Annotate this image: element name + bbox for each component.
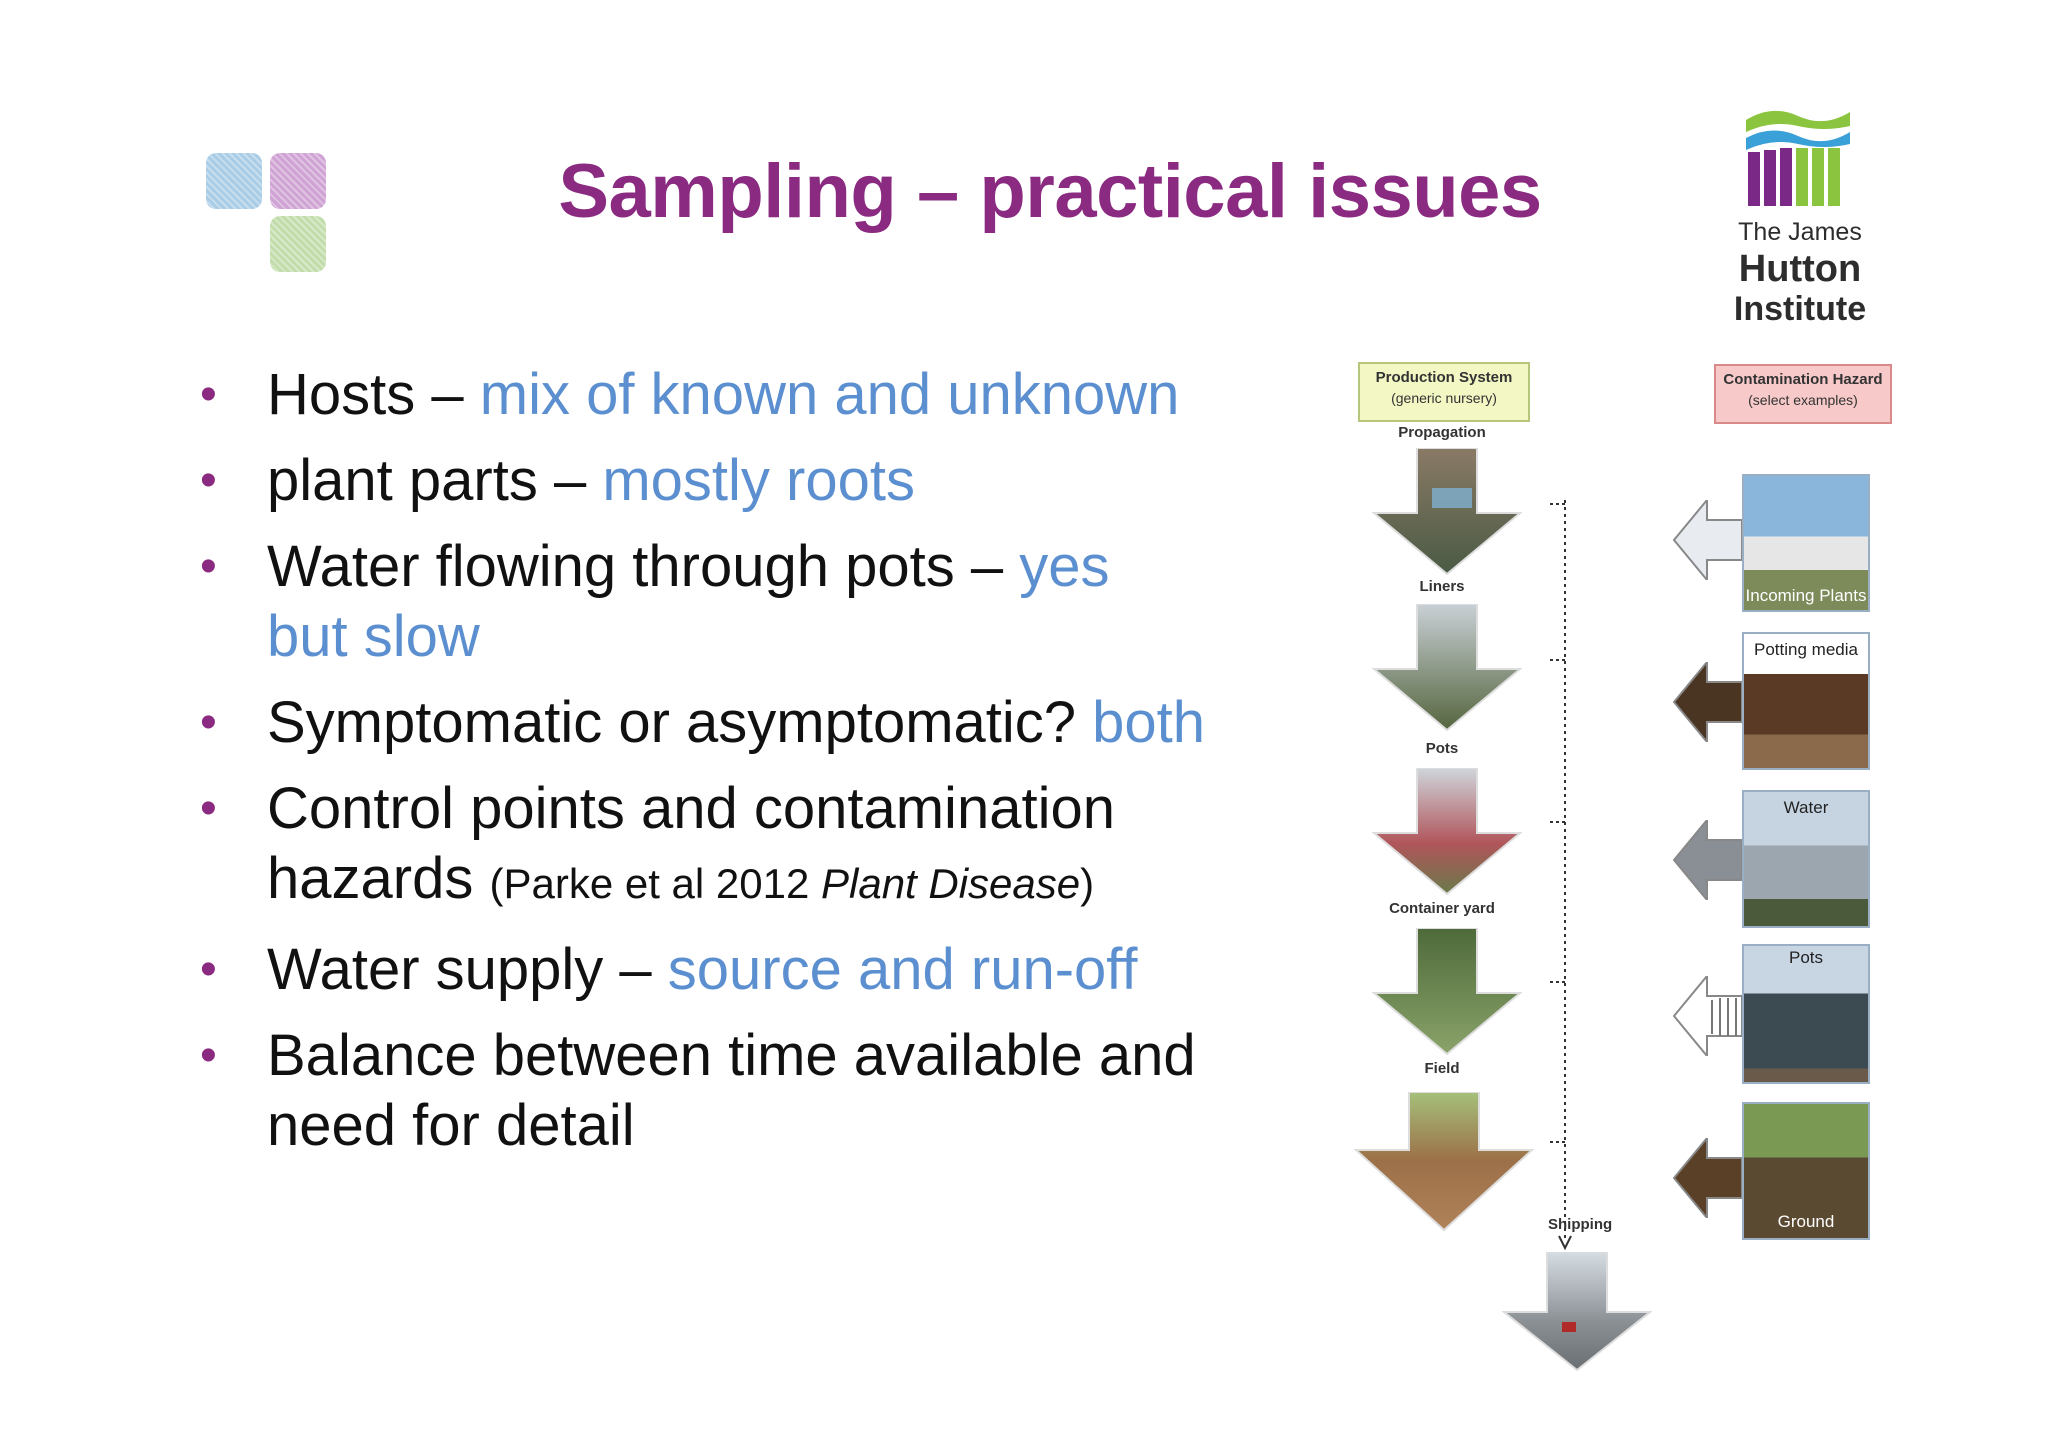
stage-label-propagation: Propagation <box>1398 424 1486 441</box>
incoming-plants-photo: Incoming Plants <box>1742 474 1870 612</box>
production-header-line1: Production System <box>1375 369 1513 386</box>
logo-text-line1: The James <box>1738 218 1862 246</box>
ground-photo: Ground <box>1742 1102 1870 1240</box>
bullet-dot-icon: • <box>200 540 217 593</box>
hazard-arrow-icon <box>1672 976 1742 1056</box>
bullet-item: • Hosts – mix of known and unknown <box>200 360 1280 430</box>
container-yard-arrow-icon <box>1372 928 1522 1056</box>
bullet-dot-icon: • <box>200 454 217 507</box>
propagation-arrow-icon <box>1372 448 1522 576</box>
bullet-item: • Water supply – source and run-off <box>200 935 1280 1005</box>
liners-arrow-icon <box>1372 604 1522 732</box>
shipping-label: Shipping <box>1548 1216 1613 1233</box>
pots-arrow-icon <box>1372 768 1522 896</box>
hazard-label-incoming-plants: Incoming Plants <box>1745 586 1867 605</box>
bullet-text: Hosts – <box>267 362 480 427</box>
nursery-diagram: Production System (generic nursery) Cont… <box>1340 350 1910 1380</box>
bullet-text: Symptomatic or asymptomatic? <box>267 690 1093 755</box>
bullet-text: Control points and contamination hazards <box>267 776 1115 911</box>
production-header-line2: (generic nursery) <box>1391 390 1497 406</box>
bullet-item: • Control points and contamination hazar… <box>200 774 1247 919</box>
bullet-dot-icon: • <box>200 782 217 835</box>
field-arrow-icon <box>1354 1092 1534 1232</box>
bullet-highlight: yes but slow <box>267 534 1110 669</box>
bullet-item: • Balance between time available and nee… <box>200 1021 1267 1161</box>
hazard-arrow-icon <box>1672 500 1742 580</box>
hazard-label-water: Water <box>1783 798 1829 817</box>
stage-label-field: Field <box>1424 1060 1460 1077</box>
slide-title: Sampling – practical issues <box>558 149 1542 234</box>
hazard-arrow-icon <box>1672 820 1742 900</box>
hazard-header-line1: Contamination Hazard <box>1723 371 1883 388</box>
bullet-dot-icon: • <box>200 696 217 749</box>
bullet-highlight: mostly roots <box>602 448 915 513</box>
citation-close: ) <box>1080 860 1095 907</box>
bullet-item: • Water flowing through pots – yes but s… <box>200 532 1187 672</box>
bullet-highlight: mix of known and unknown <box>479 362 1180 427</box>
bullet-text: plant parts – <box>267 448 603 513</box>
hazard-label-ground: Ground <box>1777 1212 1835 1231</box>
logo-square-blue <box>206 153 262 209</box>
bullet-highlight: both <box>1092 690 1206 755</box>
pots-photo: Pots <box>1742 944 1870 1084</box>
logo-square-green <box>270 216 326 272</box>
stage-label-pots: Pots <box>1425 740 1459 757</box>
citation-journal: Plant Disease <box>821 860 1081 907</box>
bullet-text: Water supply – <box>267 937 668 1002</box>
shipping-flow-line <box>1550 500 1572 1251</box>
bullet-item: • Symptomatic or asymptomatic? both <box>200 688 1280 758</box>
water-photo: Water <box>1742 790 1870 928</box>
stage-label-container-yard: Container yard <box>1389 900 1495 917</box>
shipping-arrow-icon <box>1502 1252 1652 1372</box>
potting-media-photo: Potting media <box>1742 632 1870 770</box>
hutton-institute-logo <box>1744 100 1852 208</box>
production-system-header: Production System (generic nursery) <box>1358 362 1530 422</box>
bullet-item: • plant parts – mostly roots <box>200 446 1280 516</box>
hazard-label-potting-media: Potting media <box>1754 640 1858 659</box>
logo-text-line2: Hutton <box>1738 248 1862 290</box>
bullet-dot-icon: • <box>200 368 217 421</box>
stage-label-liners: Liners <box>1419 578 1465 595</box>
contamination-hazard-header: Contamination Hazard (select examples) <box>1714 364 1892 424</box>
bullet-text: Water flowing through pots – <box>267 534 1020 599</box>
hazard-arrow-icon <box>1672 1138 1742 1218</box>
logo-square-purple <box>270 153 326 209</box>
bullet-text: Balance between time available and need … <box>267 1023 1196 1158</box>
bullet-list: • Hosts – mix of known and unknown • pla… <box>200 360 1280 1177</box>
bullet-dot-icon: • <box>200 943 217 996</box>
bullet-dot-icon: • <box>200 1029 217 1082</box>
hazard-label-pots: Pots <box>1788 948 1824 967</box>
hazard-header-line2: (select examples) <box>1748 392 1858 408</box>
bullet-highlight: source and run-off <box>667 937 1138 1002</box>
logo-text-line3: Institute <box>1733 290 1867 328</box>
citation-open: (Parke et al 2012 <box>489 860 821 907</box>
hazard-arrow-icon <box>1672 662 1742 742</box>
